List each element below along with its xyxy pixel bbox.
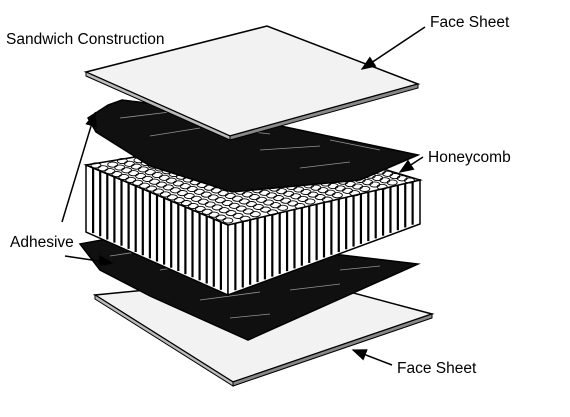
honeycomb-cell [386,179,398,186]
honeycomb-cell [267,209,278,216]
face-sheet-top [83,25,421,141]
honeycomb-cell [404,177,415,184]
honeycomb-cell [349,190,361,197]
honeycomb-cell-walls-left [91,168,222,290]
honeycomb-cell [239,215,251,222]
adhesive-layer-top [86,99,421,193]
honeycomb-arrow [398,156,424,173]
honeycomb-cell [249,211,261,218]
honeycomb-cell [294,202,306,210]
adhesive-bottom-arrow [64,255,114,267]
honeycomb-cell [331,192,343,199]
adhesive-top-arrow [61,111,97,223]
label-adhesive: Adhesive [10,234,74,251]
honeycomb-cell [304,198,316,205]
honeycomb-cell [222,217,234,224]
honeycomb-cell-walls-right [234,181,414,291]
label-face-sheet-bottom: Face Sheet [397,360,477,377]
diagram-title: Sandwich Construction [6,31,165,48]
honeycomb-cell [277,204,289,211]
label-honeycomb: Honeycomb [428,149,511,166]
honeycomb-cell [359,185,371,192]
label-face-sheet-top: Face Sheet [430,14,510,31]
leader-lines [61,26,426,366]
honeycomb-cell [321,196,333,203]
honeycomb-cell [376,183,388,190]
face-sheet-bottom-arrow [351,349,393,366]
face-sheet-top-arrow [360,26,426,70]
